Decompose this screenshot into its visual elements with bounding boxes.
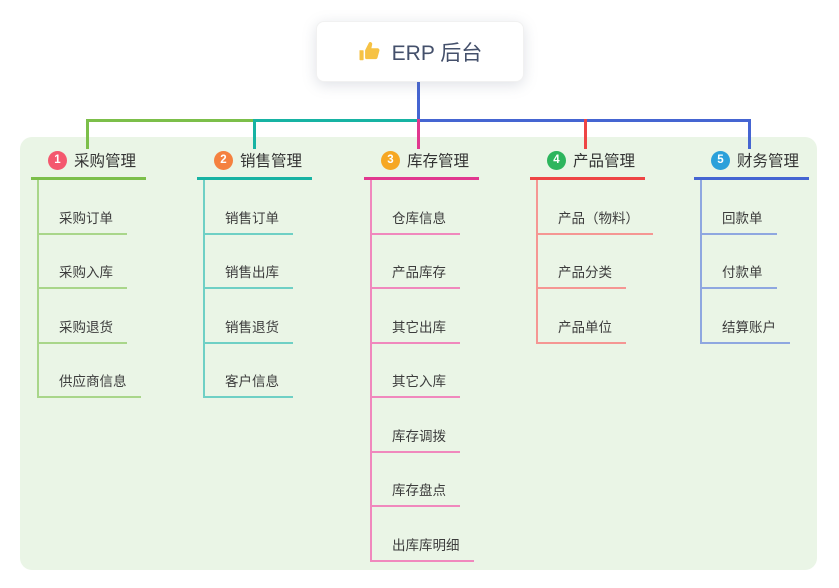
branch-title-purchasing[interactable]: 1 采购管理	[31, 149, 146, 180]
node-item[interactable]: 产品库存	[372, 235, 460, 289]
branch-title-label: 采购管理	[74, 153, 137, 170]
connector-drop-purchasing	[86, 119, 89, 149]
node-item[interactable]: 产品（物料）	[538, 180, 653, 235]
branch-title-label: 销售管理	[240, 153, 303, 170]
branch-title-label: 产品管理	[573, 153, 636, 170]
branch-title-sales[interactable]: 2 销售管理	[197, 149, 312, 180]
branch-badge-3: 3	[381, 150, 400, 170]
connector-drop-sales	[253, 119, 256, 149]
branch-sales: 2 销售管理 销售订单 销售出库 销售退货 客户信息	[197, 149, 312, 398]
node-item[interactable]: 其它入库	[372, 344, 460, 398]
root-node[interactable]: ERP 后台	[316, 21, 524, 82]
branch-items: 采购订单 采购入库 采购退货 供应商信息	[37, 180, 146, 398]
node-item[interactable]: 采购入库	[39, 235, 127, 289]
branch-purchasing: 1 采购管理 采购订单 采购入库 采购退货 供应商信息	[31, 149, 146, 398]
branch-title-inventory[interactable]: 3 库存管理	[364, 149, 479, 180]
node-item[interactable]: 客户信息	[205, 344, 293, 398]
node-item[interactable]: 仓库信息	[372, 180, 460, 235]
node-item[interactable]: 付款单	[702, 235, 777, 289]
connector-drop-inventory	[417, 119, 420, 149]
node-item[interactable]: 库存盘点	[372, 453, 460, 507]
branch-items: 产品（物料） 产品分类 产品单位	[536, 180, 653, 344]
branch-items: 仓库信息 产品库存 其它出库 其它入库 库存调拨 库存盘点 出库库明细	[370, 180, 479, 562]
branch-title-label: 库存管理	[407, 153, 470, 170]
node-item[interactable]: 出库库明细	[372, 507, 474, 562]
connector-bus-green	[86, 119, 255, 122]
node-item[interactable]: 销售退货	[205, 289, 293, 344]
root-node-label: ERP 后台	[391, 41, 483, 65]
branch-items: 销售订单 销售出库 销售退货 客户信息	[203, 180, 312, 398]
node-item[interactable]: 产品单位	[538, 289, 626, 344]
connector-drop-product	[584, 119, 587, 149]
branch-title-product[interactable]: 4 产品管理	[530, 149, 645, 180]
node-item[interactable]: 供应商信息	[39, 344, 141, 398]
connector-bus-teal	[255, 119, 417, 122]
branch-badge-2: 2	[214, 150, 233, 170]
branch-product: 4 产品管理 产品（物料） 产品分类 产品单位	[530, 149, 653, 344]
branch-badge-1: 1	[48, 150, 67, 170]
connector-root-vertical	[417, 81, 420, 120]
node-item[interactable]: 库存调拨	[372, 398, 460, 453]
branch-finance: 5 财务管理 回款单 付款单 结算账户	[694, 149, 809, 344]
branch-items: 回款单 付款单 结算账户	[700, 180, 809, 344]
branch-badge-4: 4	[547, 150, 566, 170]
branch-title-finance[interactable]: 5 财务管理	[694, 149, 809, 180]
branches-panel	[20, 137, 817, 570]
node-item[interactable]: 结算账户	[702, 289, 790, 344]
branch-inventory: 3 库存管理 仓库信息 产品库存 其它出库 其它入库 库存调拨 库存盘点 出库库…	[364, 149, 479, 562]
branch-title-label: 财务管理	[737, 153, 800, 170]
thumbs-up-icon	[358, 40, 382, 64]
node-item[interactable]: 回款单	[702, 180, 777, 235]
node-item[interactable]: 采购退货	[39, 289, 127, 344]
node-item[interactable]: 产品分类	[538, 235, 626, 289]
node-item[interactable]: 销售出库	[205, 235, 293, 289]
node-item[interactable]: 其它出库	[372, 289, 460, 344]
connector-drop-finance	[748, 119, 751, 149]
node-item[interactable]: 采购订单	[39, 180, 127, 235]
node-item[interactable]: 销售订单	[205, 180, 293, 235]
branch-badge-5: 5	[711, 150, 730, 170]
